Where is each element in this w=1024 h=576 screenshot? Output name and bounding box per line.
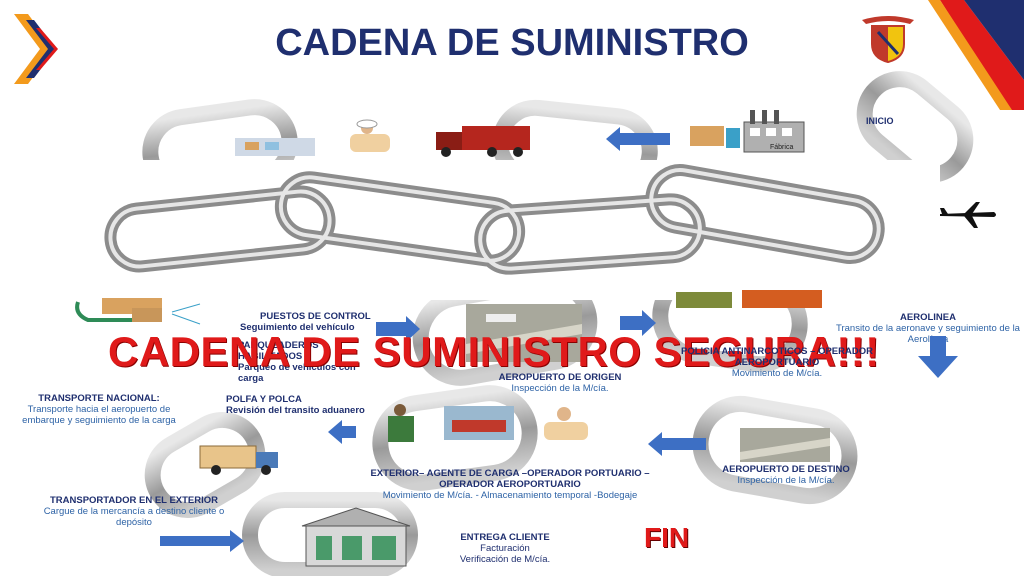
workers-icon — [235, 119, 390, 156]
transportador-label: TRANSPORTADOR EN EL EXTERIOR Cargue de l… — [36, 495, 232, 528]
puestos-control-label: PUESTOS DE CONTROL Seguimiento del vehíc… — [240, 311, 380, 333]
arrow-right-1 — [376, 322, 406, 336]
shield-logo-icon — [862, 16, 914, 64]
parqueaderos-label: PARQUEADEROS HABILITADOS Parqueo de vehí… — [238, 340, 363, 384]
page-title: CADENA DE SUMINISTRO — [275, 22, 749, 64]
policia-title: POLICIA ANTINARCOTICOS – OPERADOR AEROPO… — [681, 346, 873, 368]
arrow-down-1 — [930, 336, 946, 358]
aeropuerto-destino-label: AEROPUERTO DE DESTINO Inspección de la M… — [706, 464, 866, 486]
inicio-label: INICIO — [866, 116, 894, 126]
parqueaderos-desc: Parqueo de vehículos con carga — [238, 362, 356, 384]
arrow-right-2-head — [642, 310, 656, 336]
secure-chain-banner: CADENA DE SUMINISTRO SEGURA!!! — [108, 328, 880, 375]
puestos-desc: Seguimiento del vehículo — [240, 322, 355, 333]
factory-label: Fábrica — [770, 144, 794, 151]
aerolinea-title: AEROLINEA — [900, 312, 956, 323]
airport-destination-image — [740, 428, 830, 462]
origen-desc: Inspección de la M/cía. — [511, 383, 609, 394]
transportador-desc: Cargue de la mercancía a destino cliente… — [43, 506, 225, 528]
arrow-left-2 — [342, 426, 356, 438]
aerolinea-label: AEROLINEA Transito de la aeronave y segu… — [836, 312, 1020, 345]
arrow-right-1-head — [406, 316, 420, 342]
transportador-title: TRANSPORTADOR EN EL EXTERIOR — [49, 495, 219, 506]
chevron-decoration-left — [14, 14, 58, 84]
central-chain-image — [50, 160, 940, 300]
fin-label: FIN — [644, 522, 690, 553]
arrow-left-3 — [662, 438, 706, 450]
exterior-label: EXTERIOR– AGENTE DE CARGA –OPERADOR PORT… — [360, 468, 660, 501]
destino-title: AEROPUERTO DE DESTINO — [722, 464, 850, 475]
aeropuerto-origen-label: AEROPUERTO DE ORIGEN Inspección de la M/… — [470, 372, 650, 394]
transporte-nacional-label: TRANSPORTE NACIONAL: Transporte hacia el… — [16, 393, 182, 426]
destino-desc: Inspección de la M/cía. — [737, 475, 835, 486]
truck-icon — [436, 126, 530, 157]
policia-desc: Movimiento de M/cía. — [731, 368, 823, 379]
delivery-truck-icon — [199, 445, 278, 475]
origen-title: AEROPUERTO DE ORIGEN — [498, 372, 622, 383]
arrow-down-1-head — [918, 356, 958, 378]
policia-label: POLICIA ANTINARCOTICOS – OPERADOR AEROPO… — [672, 346, 882, 379]
port-workers-image — [388, 404, 588, 442]
parqueaderos-title: PARQUEADEROS HABILITADOS — [238, 340, 319, 362]
arrow-left-1-head — [606, 127, 620, 151]
police-image — [676, 290, 822, 308]
entrega-cliente-label: ENTREGA CLIENTE Facturación Verificación… — [440, 532, 570, 565]
puestos-title: PUESTOS DE CONTROL — [260, 311, 371, 322]
entrega-desc2: Verificación de M/cía. — [459, 554, 551, 565]
airport-origin-image — [466, 304, 582, 362]
warehouse-icon — [301, 507, 411, 567]
entrega-title: ENTREGA CLIENTE — [460, 532, 550, 543]
arrow-right-2 — [620, 316, 642, 330]
entrega-desc1: Facturación — [480, 543, 530, 554]
corner-decoration-right — [928, 0, 1024, 110]
arrow-left-3-head — [648, 432, 662, 456]
transporte-nacional-desc: Transporte hacia el aeropuerto de embarq… — [22, 404, 176, 426]
cargo-loading-icon — [75, 298, 201, 325]
exterior-desc: Movimiento de M/cía. - Almacenamiento te… — [382, 490, 638, 501]
arrow-left-1 — [618, 133, 670, 145]
polfa-desc: Revisión del transito aduanero — [226, 405, 365, 416]
factory-icon — [690, 110, 805, 153]
polfa-label: POLFA Y POLCA Revisión del transito adua… — [226, 394, 376, 416]
arrow-right-3-head — [230, 530, 244, 552]
arrow-left-2-head — [328, 420, 342, 444]
airplane-icon — [940, 202, 996, 228]
aerolinea-desc: Transito de la aeronave y seguimiento de… — [836, 323, 1020, 345]
arrow-right-3 — [160, 536, 230, 546]
polfa-title: POLFA Y POLCA — [226, 394, 302, 405]
transporte-nacional-title: TRANSPORTE NACIONAL: — [38, 393, 160, 404]
exterior-title: EXTERIOR– AGENTE DE CARGA –OPERADOR PORT… — [370, 468, 650, 490]
